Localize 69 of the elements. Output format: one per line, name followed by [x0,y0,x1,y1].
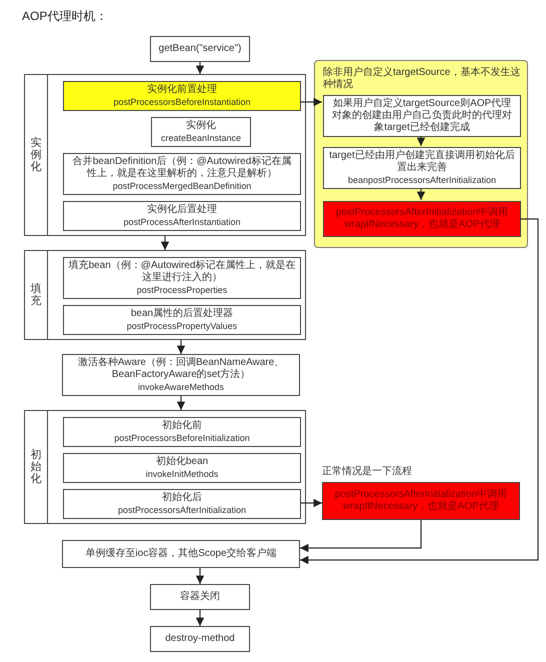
step-label: 容器关闭 [180,591,220,603]
highlighted-process-box [63,81,301,111]
process-box [63,489,301,519]
arrow [300,520,422,552]
step-label: 初始化前 [162,420,202,432]
step-label: getBean("service") [158,43,242,55]
method-name: postProcessorsBeforeInitialization [114,432,250,444]
method-name: invokeInitMethods [146,468,218,480]
alert-process-box [322,482,520,520]
step-label: 单例缓存至ioc容器，其他Scope交给客户端 [85,548,277,560]
step-label: destroy-method [165,633,235,645]
method-name: postProcessPropertyValues [126,320,238,332]
diagram-title: AOP代理时机： [22,8,108,25]
arrow [300,498,322,508]
arrow [196,62,204,74]
stage-group [24,74,306,236]
process-box [151,117,251,147]
stage-group [24,250,306,340]
panel-heading: 除非用户自定义targetSource，基本不发生这种情况 [323,67,521,91]
note-panel [314,60,528,248]
process-box [63,201,301,231]
process-box [63,453,301,483]
stage-group [24,410,306,524]
method-name: postProcessorsAfterInitialization [118,504,246,516]
arrow [196,610,204,626]
stage-label: 填充 [25,251,48,339]
method-name: createBeanInstance [160,132,242,144]
process-box [63,417,301,447]
step-label: 实例化后置处理 [147,204,217,216]
stage-label: 初始化 [25,411,48,523]
process-box [150,626,250,652]
arrow [300,218,539,564]
step-label: 初始化后 [162,492,202,504]
process-box [150,36,250,62]
process-box [62,354,300,396]
process-box [62,540,300,568]
process-box [323,147,521,189]
process-box [63,305,301,335]
step-label: 填充bean（例：@Autowired标记在属性上，就是在这里进行注入的） [68,260,296,284]
arrow [300,98,322,106]
method-name: postProcessMergedBeanDefinition [112,180,252,192]
step-label: postProcessorsAfterInitialization中调用wrapIfNecessary，也就是AOP代理 [334,207,510,231]
arrow [416,188,426,200]
step-label: postProcessorsAfterInitialization中调用wrapIfNecessary，也就是AOP代理 [334,489,508,513]
step-label: 激活各种Aware（例：回调BeanNameAware、BeanFactoryAware的set方法） [76,357,286,381]
arrow [160,236,170,250]
arrow [416,136,426,146]
stage-label: 实例化 [25,75,48,235]
process-box [63,257,301,299]
arrow [176,340,186,354]
step-label: target已经由用户创建完直接调用初始化后置出来完善 [328,150,516,174]
step-label: 初始化bean [156,456,208,468]
step-label: 如果用户自定义targetSource则AOP代理对象的创建由用户自己负责此时的代理对象target已经创建完成 [331,98,513,134]
process-box [63,153,301,195]
method-name: invokeAwareMethods [138,381,224,393]
method-name: postProcessorsBeforeInstantiation [113,96,251,108]
method-name: postProcessAfterInstantiation [123,216,241,228]
note-text: 正常情况是一下流程 [322,466,412,478]
step-label: 实例化前置处理 [147,84,217,96]
method-name: beanpostProcessorsAfterInitialization [348,174,496,186]
step-label: bean属性的后置处理器 [130,308,234,320]
step-label: 合并beanDefinition后（例：@Autowired标记在属性上，就是在这里解析的，注意只是解析） [72,156,292,180]
alert-process-box [323,201,521,237]
process-box [323,95,521,137]
process-box [150,584,250,610]
method-name: postProcessProperties [136,284,228,296]
arrow [176,396,186,410]
arrow [196,568,204,584]
step-label: 实例化 [186,120,216,132]
